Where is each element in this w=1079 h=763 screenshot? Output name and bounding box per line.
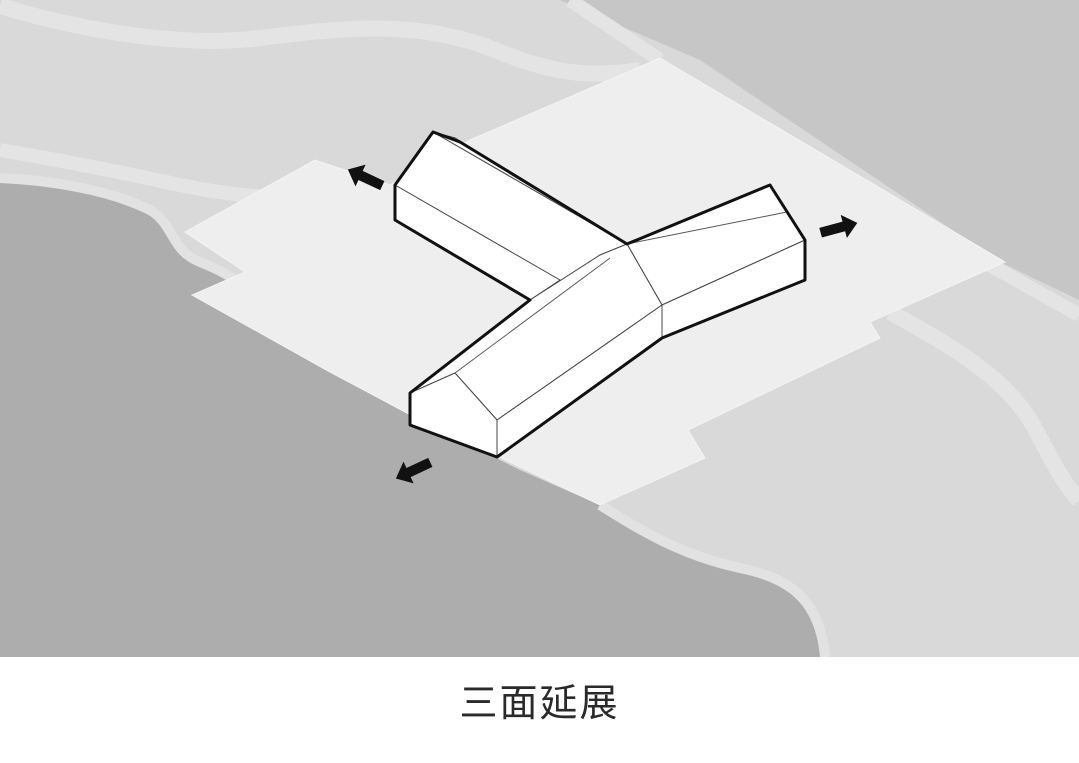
site-axonometric-diagram [0, 0, 1079, 657]
path-diagonal [566, 0, 664, 66]
path-right-outer [986, 258, 1079, 322]
path-upper [0, 0, 642, 82]
path-right [886, 305, 1079, 506]
arrow-east-icon [819, 214, 858, 239]
building-outline [393, 130, 807, 459]
upper-terrain [560, 0, 1079, 300]
ridge-right [626, 211, 788, 245]
diagram-caption: 三面延展 [459, 681, 620, 725]
water-shore-lower [597, 500, 830, 657]
arrow-northwest-icon [347, 164, 385, 191]
arrow-southwest-icon [395, 457, 433, 484]
ridge-main [454, 257, 611, 374]
building [393, 130, 807, 459]
water-shore [0, 173, 249, 292]
